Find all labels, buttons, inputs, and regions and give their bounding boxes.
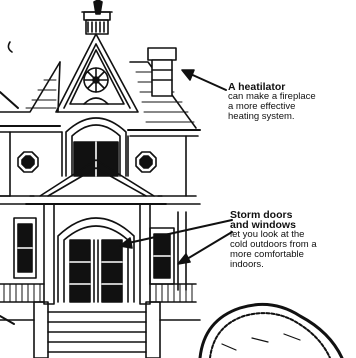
left-roof xyxy=(0,62,62,132)
front-steps xyxy=(0,302,200,358)
heatilator-arrow xyxy=(182,70,226,90)
storm-annotation: Storm doors and windows let you look at … xyxy=(230,210,354,270)
right-window xyxy=(150,212,186,290)
chimney xyxy=(148,48,176,96)
storm-arrow-upper xyxy=(120,220,232,248)
heatilator-line-3: heating system. xyxy=(228,112,354,122)
porch xyxy=(44,204,150,304)
spire xyxy=(82,0,112,34)
stray-mark xyxy=(8,42,12,52)
octagon-window-right xyxy=(136,152,156,172)
shrub xyxy=(200,304,342,358)
octagon-window-left xyxy=(18,152,38,172)
central-gable xyxy=(56,34,138,112)
heatilator-annotation: A heatilator can make a fireplace a more… xyxy=(228,82,354,122)
left-window xyxy=(14,218,36,278)
storm-line-4: indoors. xyxy=(230,260,354,270)
left-edge-arrow xyxy=(0,92,18,108)
